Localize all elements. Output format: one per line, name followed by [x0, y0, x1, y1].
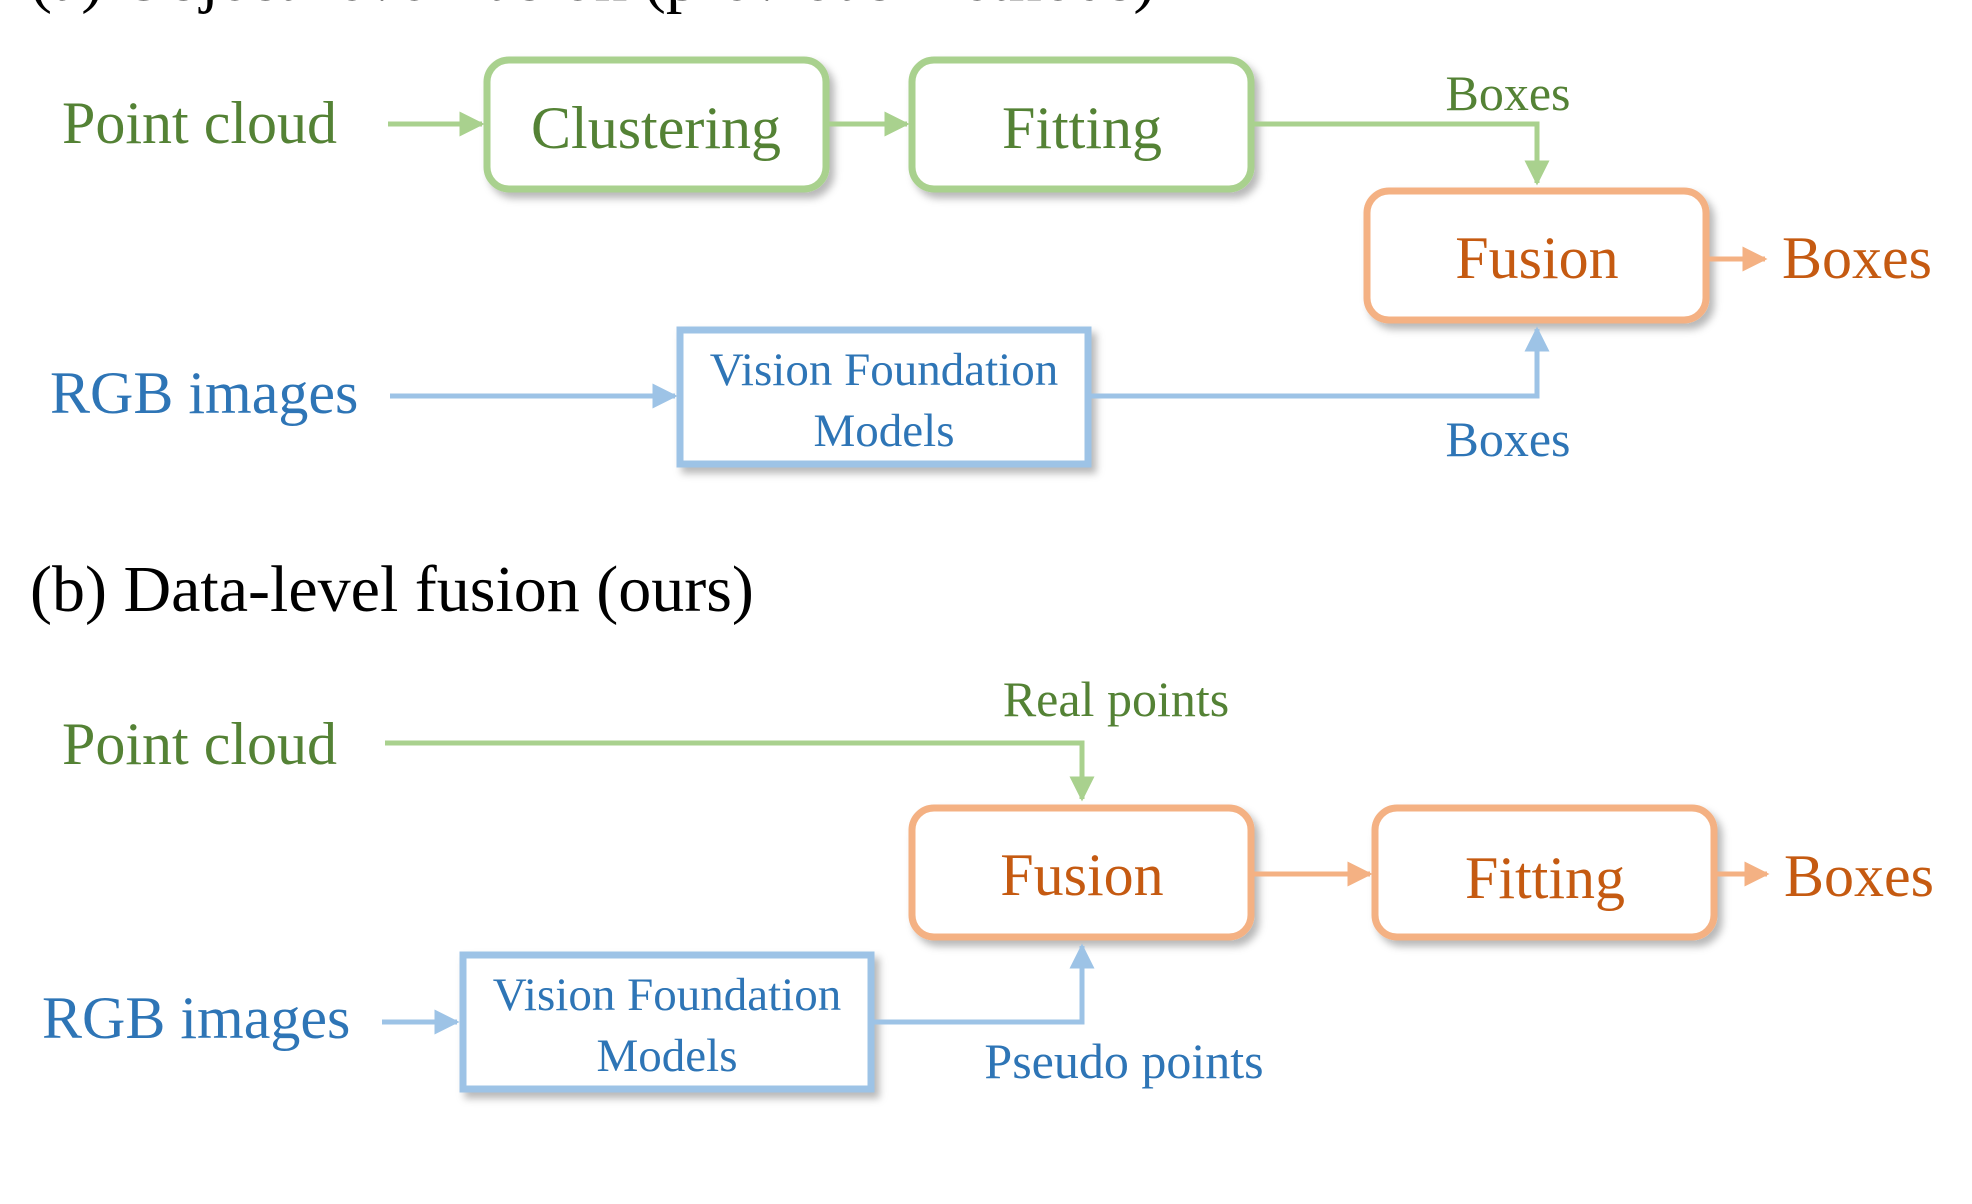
- panel-b-arrow-pointcloud-to-fusion: [385, 740, 1095, 802]
- panel-a-vfm-label-line2: Models: [814, 405, 955, 457]
- panel-a-fusion-box: [1363, 187, 1710, 324]
- panel-b-pseudo-points-label: Pseudo points: [984, 1033, 1263, 1089]
- panel-b-real-points-label: Real points: [1003, 671, 1229, 727]
- panel-b-vfm-box: [459, 951, 875, 1093]
- panel-a-output-label: Boxes: [1782, 225, 1932, 291]
- panel-a-boxes-from-lidar-label: Boxes: [1446, 65, 1571, 121]
- panel-a-rgb-label: RGB images: [50, 360, 358, 426]
- panel-b-point-cloud-label: Point cloud: [62, 711, 337, 777]
- panel-a: (a) Object-level fusion (previous method…: [30, 0, 1932, 468]
- panel-b-vfm-label-line1: Vision Foundation: [493, 969, 841, 1021]
- panel-a-fusion-label: Fusion: [1455, 225, 1618, 291]
- panel-b-arrow-vfm-to-fusion: [871, 943, 1095, 1025]
- panel-a-point-cloud-label: Point cloud: [62, 90, 337, 156]
- panel-a-arrow-vfm-to-fusion: [1088, 326, 1550, 399]
- panel-b-vfm-label-line2: Models: [597, 1030, 738, 1082]
- panel-b-title: (b) Data-level fusion (ours): [30, 553, 754, 626]
- panel-b-rgb-label: RGB images: [42, 985, 350, 1051]
- panel-a-arrow-fitting-to-fusion: [1251, 121, 1550, 186]
- panel-a-boxes-from-vfm-label: Boxes: [1446, 411, 1571, 467]
- panel-a-vfm-label-line1: Vision Foundation: [710, 344, 1058, 396]
- panel-b-fusion-label: Fusion: [1000, 842, 1163, 908]
- panel-a-fitting-label: Fitting: [1002, 95, 1162, 161]
- panel-b-fitting-label: Fitting: [1465, 845, 1625, 911]
- panel-a-title: (a) Object-level fusion (previous method…: [30, 0, 1155, 15]
- panel-b: (b) Data-level fusion (ours) Point cloud…: [30, 553, 1934, 1093]
- panel-a-clustering-label: Clustering: [531, 95, 781, 161]
- panel-b-output-label: Boxes: [1784, 843, 1934, 909]
